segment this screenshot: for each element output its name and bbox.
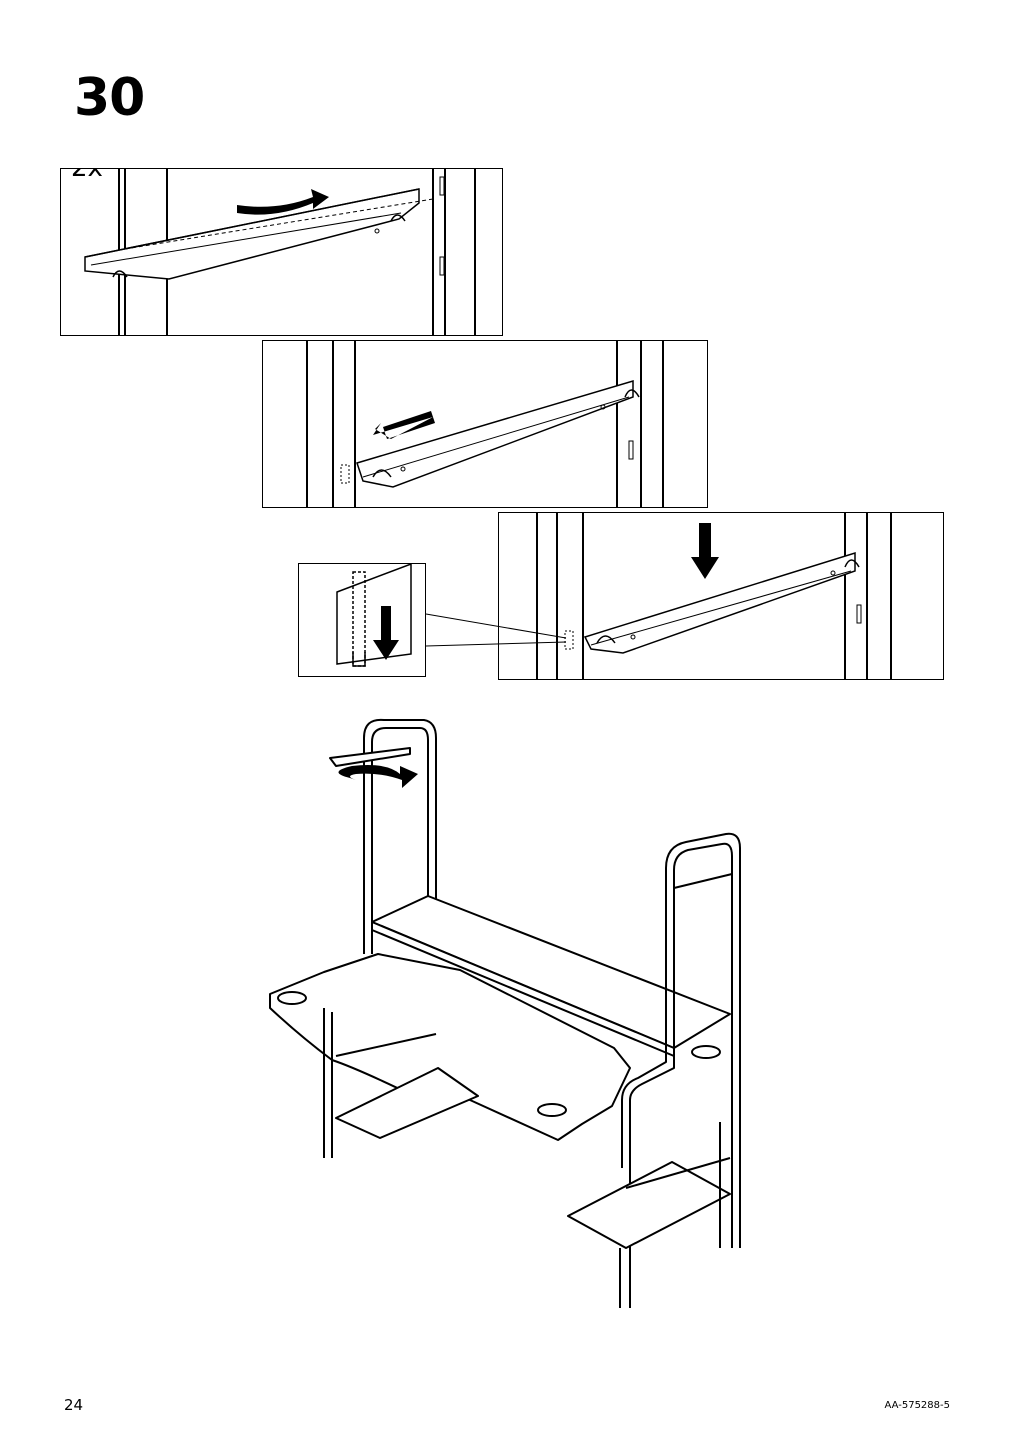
- document-code: AA-575288-5: [884, 1400, 951, 1411]
- step-number: 30: [74, 68, 145, 128]
- panel-lower-bracket: [498, 512, 944, 680]
- page-number: 24: [64, 1396, 84, 1414]
- panel-rotate-bracket: 2x: [60, 168, 503, 336]
- rotate-arrow-icon: [338, 765, 418, 788]
- bracket-lower-illustration: [536, 513, 892, 679]
- bracket-slide-illustration: [306, 341, 664, 507]
- quantity-label: 2x: [69, 169, 105, 181]
- detail-connector-lines: [425, 613, 567, 647]
- panel-detail-inset: [298, 563, 426, 677]
- arrow-down-icon: [373, 606, 399, 660]
- curved-arrow-right-icon: [237, 189, 329, 215]
- hook-detail-illustration: [336, 564, 412, 667]
- arrow-down-icon: [691, 523, 719, 579]
- panel-slide-bracket: [262, 340, 708, 508]
- arrow-left-icon: [373, 411, 435, 439]
- desk-illustration: [260, 708, 760, 1322]
- bracket-rotate-illustration: [84, 169, 476, 335]
